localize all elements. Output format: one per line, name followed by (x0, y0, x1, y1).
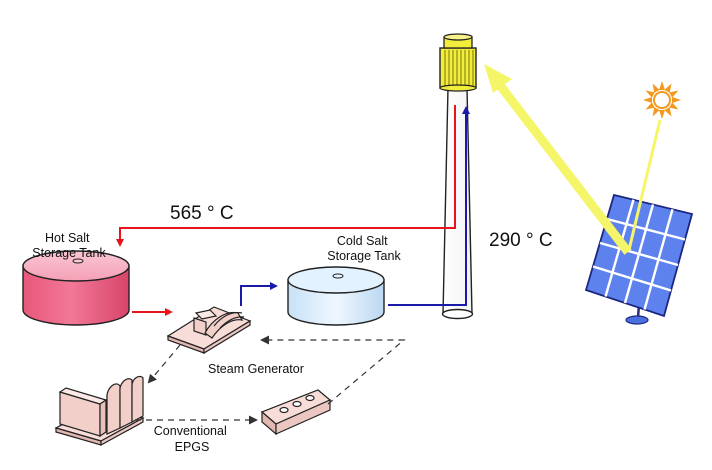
reflected-beam-arrow (484, 64, 632, 255)
cold-tank-label: Cold Salt Storage Tank (327, 234, 401, 263)
hot-tank-label-line1: Hot Salt (45, 231, 90, 245)
epgs-label: Conventional EPGS (154, 424, 230, 454)
generator-equipment (260, 389, 332, 436)
sun-icon (643, 81, 681, 119)
epgs-label-line1: Conventional (154, 424, 227, 438)
sun-ray-incident (627, 119, 662, 251)
solar-receiver (439, 33, 477, 92)
receiver-tower (441, 87, 474, 320)
hot-temperature-label: 565 ° C (170, 203, 234, 224)
turbine-equipment (54, 375, 145, 447)
cold-temperature-label: 290 ° C (489, 230, 553, 251)
hot-tank-label-line2: Storage Tank (32, 246, 106, 260)
epgs-label-line2: EPGS (175, 440, 210, 454)
hot-salt-storage-tank (22, 250, 130, 326)
hot-tank-label: Hot Salt Storage Tank (32, 231, 106, 260)
steam-generator-label: Steam Generator (208, 362, 304, 376)
cold-tank-label-line1: Cold Salt (337, 234, 388, 248)
steam-generator-equipment (166, 306, 252, 355)
cold-salt-line (240, 106, 470, 306)
hot-salt-line (116, 105, 456, 316)
cold-salt-storage-tank (287, 266, 385, 326)
cold-tank-label-line2: Storage Tank (327, 249, 401, 263)
steam-water-loop (135, 335, 406, 425)
